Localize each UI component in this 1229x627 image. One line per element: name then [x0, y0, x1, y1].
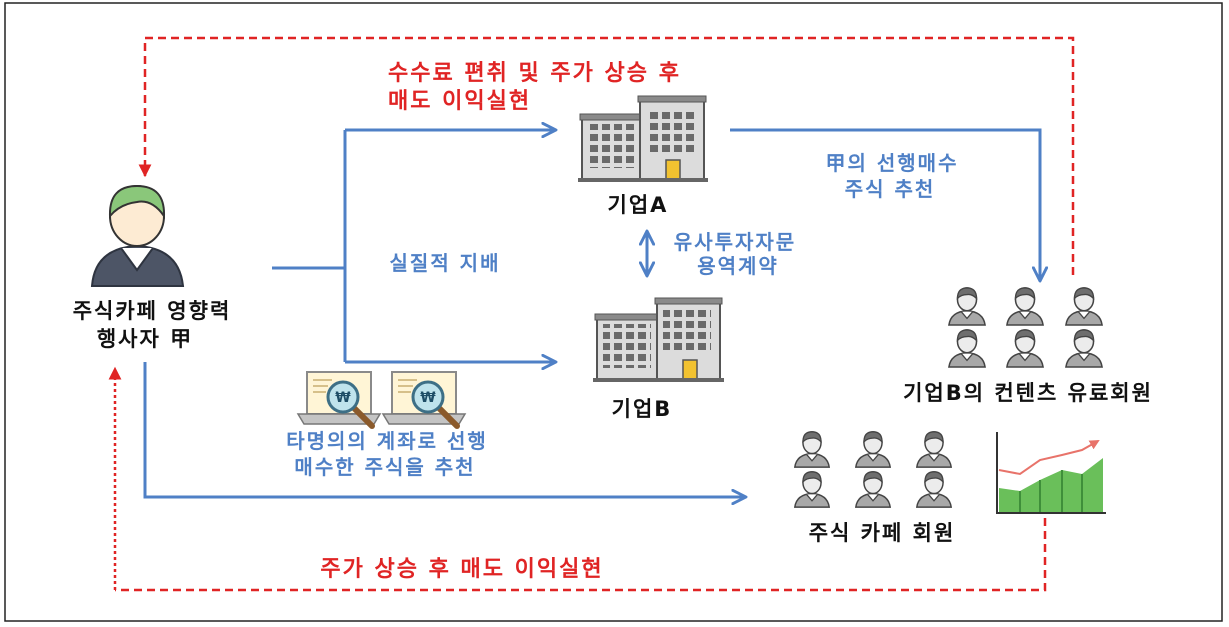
member-icon — [794, 471, 830, 508]
member-icon — [948, 287, 986, 326]
person-icon — [90, 184, 185, 287]
building-door — [682, 359, 698, 381]
magnifier-currency-symbol: ₩ — [335, 390, 351, 406]
actor-label-line2: 행사자 甲 — [97, 327, 193, 351]
member-icon — [855, 471, 891, 508]
magnifier-handle — [351, 405, 375, 429]
building-ledge — [637, 95, 707, 103]
window-grid — [646, 108, 694, 152]
paid-members-group — [948, 287, 1103, 368]
building-ground — [578, 178, 708, 182]
window-grid — [588, 124, 636, 168]
company-b-label: 기업B — [612, 397, 673, 421]
laptop-screen-lines — [398, 379, 417, 393]
laptop-screen-lines — [313, 379, 332, 393]
building-icon — [593, 297, 724, 382]
chart-axes — [996, 432, 1106, 514]
paid-members-label: 기업B의 컨텐츠 유료회원 — [903, 381, 1153, 405]
member-icon — [948, 329, 986, 368]
member-icon — [916, 471, 952, 508]
control-label: 실질적 지배 — [390, 251, 501, 275]
member-icon — [1065, 287, 1103, 326]
member-icon — [1065, 329, 1103, 368]
contract-label-line1: 유사투자자문 — [674, 230, 796, 254]
chart-trend-arrow — [998, 440, 1100, 476]
building-ledge — [594, 313, 660, 321]
recommendation-label-line1: 甲의 선행매수 — [826, 151, 959, 175]
actor-label-line1: 주식카페 영향력 — [73, 299, 232, 323]
building-ledge — [579, 113, 643, 121]
company-a-label: 기업A — [608, 193, 669, 217]
laptop-magnifier-icon: ₩ — [381, 371, 467, 429]
laptop-magnifier-icon: ₩ — [296, 371, 382, 429]
bottom-profit-flow-line — [115, 518, 1047, 592]
building-ledge — [654, 297, 723, 305]
person-collar — [120, 247, 154, 272]
outer-frame — [4, 2, 1223, 622]
top-profit-flow-line — [138, 36, 1075, 275]
top-flow-label-line2: 매도 이익실현 — [388, 89, 531, 114]
window-grid — [663, 310, 711, 354]
rising-chart-icon — [996, 432, 1106, 514]
chart-bar-dividers — [1019, 470, 1083, 513]
recommendation-arrow — [730, 128, 1040, 281]
person-hair — [108, 184, 166, 220]
building-door — [665, 159, 681, 181]
magnifier-currency-symbol: ₩ — [420, 390, 436, 406]
magnifier-lens — [326, 380, 360, 414]
cafe-recommendation-arrow — [143, 362, 746, 497]
building-icon — [578, 95, 708, 182]
bottom-flow-label: 주가 상승 후 매도 이익실현 — [320, 557, 603, 582]
cafe-members-label: 주식 카페 회원 — [809, 521, 956, 545]
member-icon — [855, 431, 891, 468]
member-icon — [1006, 329, 1044, 368]
recommendation-label-line2: 주식 추천 — [845, 177, 936, 201]
building-ground — [593, 378, 724, 382]
chart-area — [999, 458, 1103, 513]
window-grid — [603, 324, 651, 368]
top-flow-label-line1: 수수료 편취 및 주가 상승 후 — [388, 61, 681, 86]
contract-label-line2: 용역계약 — [697, 254, 779, 278]
magnifier-lens — [411, 380, 445, 414]
member-icon — [1006, 287, 1044, 326]
magnifier-handle — [436, 405, 460, 429]
member-icon — [794, 431, 830, 468]
borrowed-accounts-label-line1: 타명의의 계좌로 선행 — [286, 429, 488, 453]
member-icon — [916, 431, 952, 468]
cafe-members-group — [794, 431, 952, 508]
borrowed-accounts-label-line2: 매수한 주식을 추천 — [294, 455, 475, 479]
